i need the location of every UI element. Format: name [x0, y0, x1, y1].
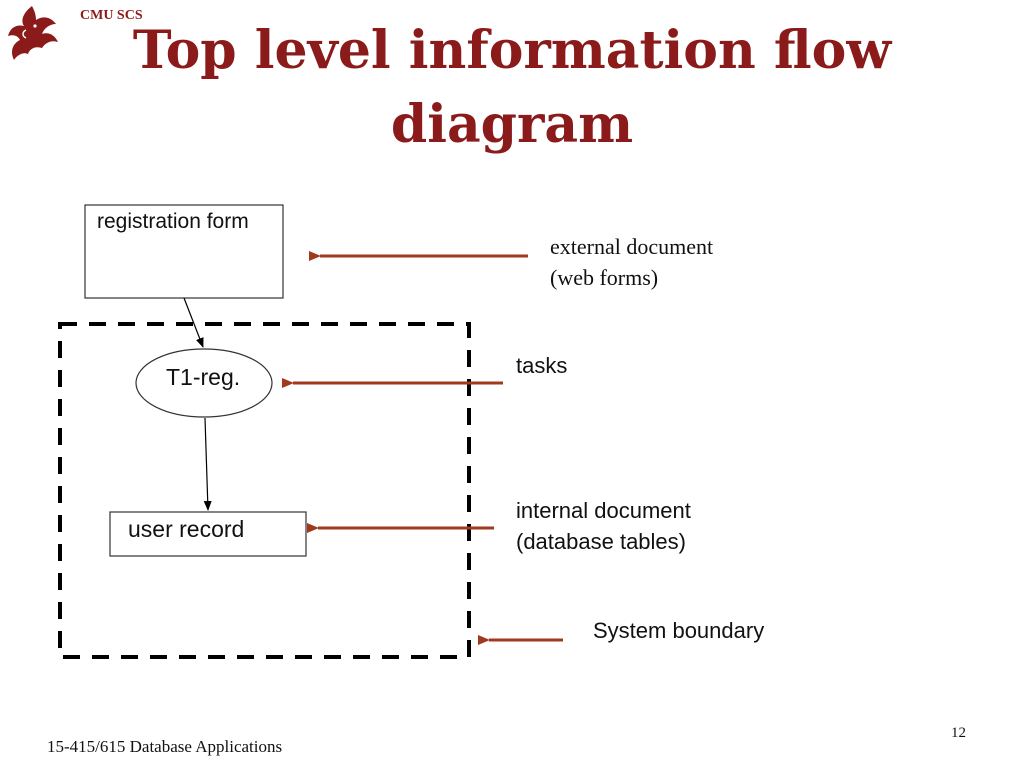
- cmu-griffin-logo: [8, 6, 58, 60]
- task-label: T1-reg.: [166, 364, 241, 390]
- org-label: CMU SCS: [80, 8, 143, 23]
- internal-document-legend-line2: (database tables): [516, 529, 686, 554]
- system-boundary-legend: System boundary: [593, 618, 765, 643]
- flow-arrow-task-to-record: [203, 417, 212, 511]
- flow-arrow-form-to-task: [183, 297, 204, 348]
- page-number: 12: [951, 725, 966, 741]
- user-record-box: [109, 511, 307, 557]
- user-record-label: user record: [128, 516, 245, 542]
- internal-document-legend: internal document (database tables): [516, 495, 691, 557]
- slide-title-line2: diagram: [390, 94, 634, 155]
- system-boundary-box: [58, 322, 471, 659]
- registration-form-box: [84, 204, 284, 299]
- course-footer: 15-415/615 Database Applications: [47, 737, 283, 756]
- tasks-legend: tasks: [516, 353, 568, 378]
- slide-title: Top level information flow diagram: [0, 14, 1024, 162]
- external-document-legend-line2: (web forms): [550, 265, 659, 290]
- registration-form-label: registration form: [97, 210, 249, 233]
- external-document-legend: external document (web forms): [550, 231, 713, 293]
- slide-title-line1: Top level information flow: [132, 20, 892, 81]
- task-ellipse: [135, 348, 273, 418]
- internal-document-legend-line1: internal document: [516, 498, 691, 523]
- external-document-legend-line1: external document: [550, 234, 714, 259]
